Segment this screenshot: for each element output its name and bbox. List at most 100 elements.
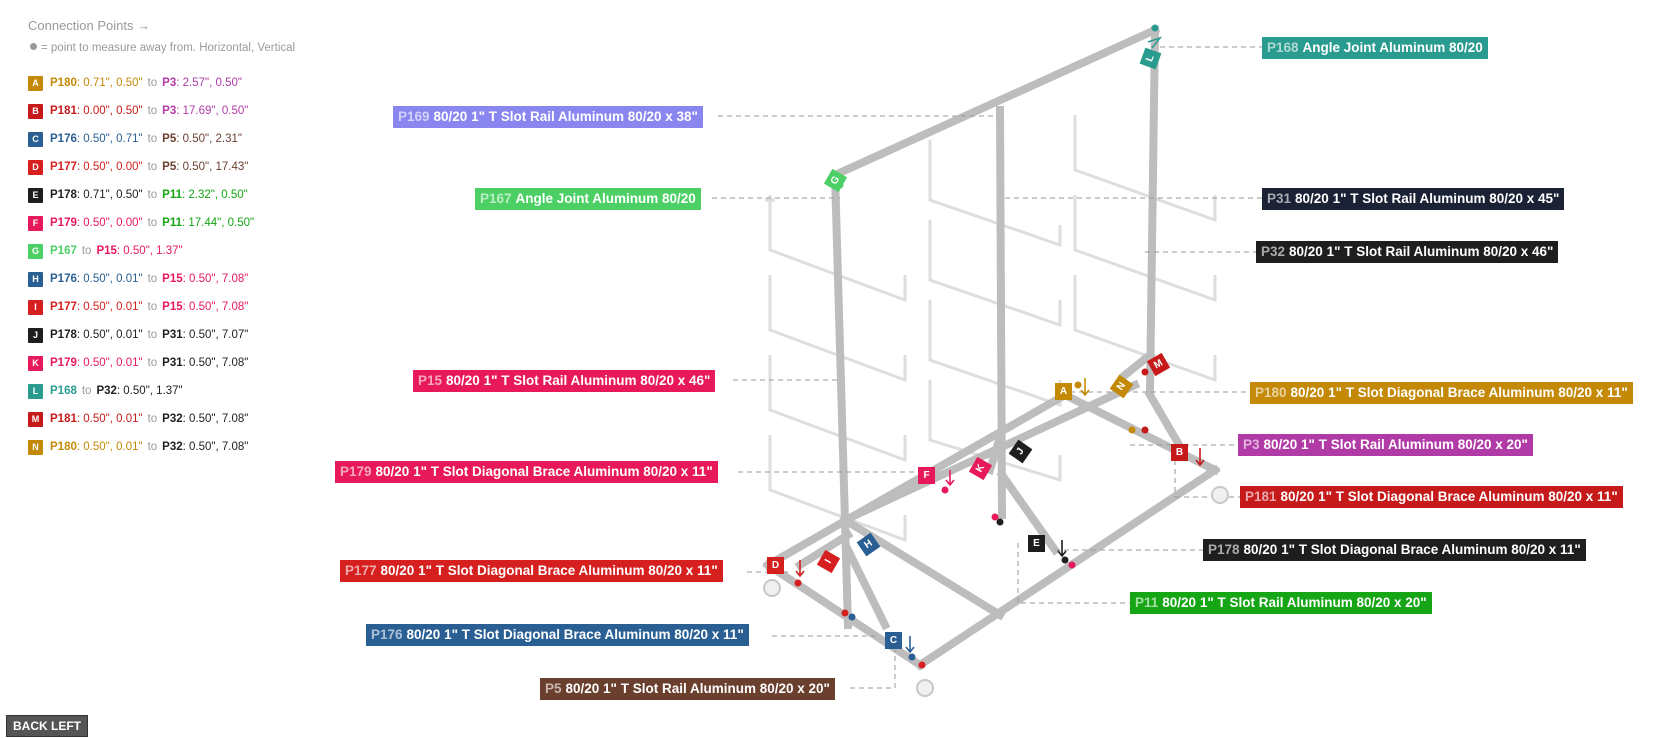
to-offset: : 0.50", 1.37": [116, 385, 183, 397]
from-offset: : 0.50", 0.01": [76, 413, 143, 425]
to-offset: : 0.50", 2.31": [176, 133, 242, 145]
callout-part-name: 80/20 1" T Slot Diagonal Brace Aluminum …: [1280, 489, 1618, 504]
connection-row-g: G P167 to P15: 0.50", 1.37": [28, 237, 254, 265]
to-offset: : 0.50", 17.43": [176, 161, 249, 173]
connection-letter-badge: A: [28, 75, 43, 91]
to-offset: : 17.69", 0.50": [176, 105, 249, 117]
from-part-id: P177: [50, 161, 77, 173]
connection-letter-badge: N: [28, 439, 43, 455]
from-offset: : 0.50", 0.01": [76, 301, 143, 313]
back-left-button[interactable]: BACK LEFT: [6, 715, 88, 737]
to-part-id: P15: [162, 273, 183, 285]
to-part-id: P31: [162, 329, 183, 341]
to-label: to: [81, 385, 92, 397]
connection-letter-badge: B: [28, 103, 43, 119]
from-offset: : 0.50", 0.71": [76, 133, 143, 145]
callout-part-id: P176: [371, 627, 403, 642]
from-part-id: P178: [50, 329, 77, 341]
from-offset: : 0.00", 0.50": [76, 105, 143, 117]
to-offset: : 2.57", 0.50": [176, 77, 242, 89]
to-label: to: [147, 161, 158, 173]
to-part-id: P15: [162, 301, 183, 313]
legend-title: Connection Points →: [28, 18, 151, 33]
callout-part-name: Angle Joint Aluminum 80/20: [515, 191, 696, 206]
measure-arrows: [795, 36, 1205, 654]
legend-note: = point to measure away from. Horizontal…: [30, 42, 295, 54]
callout-part-id: P5: [545, 681, 562, 696]
callout-part-name: 80/20 1" T Slot Diagonal Brace Aluminum …: [1290, 385, 1628, 400]
connection-letter-badge: C: [28, 131, 43, 147]
connection-row-b: B P181: 0.00", 0.50" to P3: 17.69", 0.50": [28, 97, 254, 125]
from-part-id: P180: [50, 441, 77, 453]
to-label: to: [147, 413, 158, 425]
to-label: to: [147, 217, 158, 229]
connection-letter-badge: L: [28, 383, 43, 399]
from-offset: : 0.50", 0.01": [76, 329, 143, 341]
leader-lines: [712, 46, 1262, 689]
callout-part-name: 80/20 1" T Slot Diagonal Brace Aluminum …: [380, 563, 718, 578]
to-label: to: [147, 273, 158, 285]
callout-part-id: P169: [398, 109, 430, 124]
callout-part-id: P3: [1243, 437, 1260, 452]
from-offset: : 0.71", 0.50": [76, 77, 143, 89]
connection-letter-badge: G: [28, 243, 43, 259]
from-offset: : 0.50", 0.00": [76, 217, 143, 229]
to-offset: : 0.50", 7.08": [182, 273, 249, 285]
main-frame: [762, 24, 1221, 671]
from-part-id: P177: [50, 301, 77, 313]
to-offset: : 0.50", 7.08": [182, 357, 249, 369]
from-part-id: P181: [50, 105, 77, 117]
connection-letter-badge: J: [28, 327, 43, 343]
from-part-id: P167: [50, 245, 77, 257]
callout-part-name: 80/20 1" T Slot Rail Aluminum 80/20 x 45…: [1295, 191, 1560, 206]
marker-f: F: [918, 467, 935, 484]
callout-part-name: 80/20 1" T Slot Rail Aluminum 80/20 x 20…: [565, 681, 830, 696]
connection-letter-badge: M: [28, 411, 43, 427]
connection-letter-badge: F: [28, 215, 43, 231]
callout-part-id: P167: [480, 191, 512, 206]
callout-part-id: P177: [345, 563, 377, 578]
to-label: to: [81, 245, 92, 257]
to-label: to: [147, 105, 158, 117]
marker-c: C: [885, 632, 902, 649]
from-part-id: P180: [50, 77, 77, 89]
to-label: to: [147, 357, 158, 369]
to-offset: : 0.50", 1.37": [116, 245, 183, 257]
from-offset: : 0.50", 0.00": [76, 161, 143, 173]
callout-part-name: 80/20 1" T Slot Rail Aluminum 80/20 x 46…: [446, 373, 711, 388]
connection-letter-badge: I: [28, 299, 43, 315]
to-label: to: [147, 133, 158, 145]
to-part-id: P32: [162, 413, 183, 425]
from-part-id: P179: [50, 357, 77, 369]
callout-part-name: 80/20 1" T Slot Diagonal Brace Aluminum …: [375, 464, 713, 479]
to-part-id: P3: [162, 105, 177, 117]
callout-part-id: P32: [1261, 244, 1286, 259]
to-part-id: P15: [96, 245, 117, 257]
from-offset: : 0.50", 0.01": [76, 357, 143, 369]
marker-e: E: [1028, 535, 1045, 552]
marker-a: A: [1055, 383, 1072, 400]
connection-letter-badge: E: [28, 187, 43, 203]
callout-part-id: P178: [1208, 542, 1240, 557]
to-offset: : 0.50", 7.07": [182, 329, 249, 341]
